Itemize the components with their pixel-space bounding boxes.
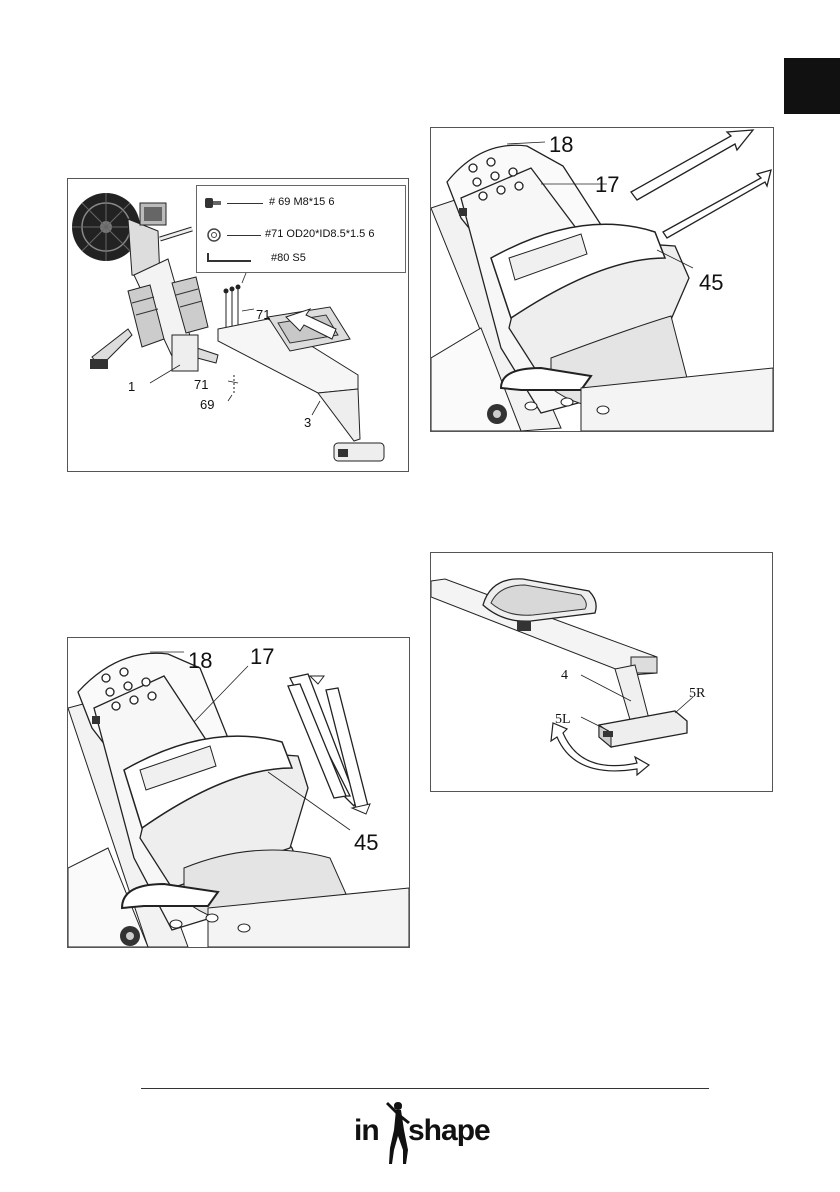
callout-part-18: 18 [188,648,212,673]
callout-part-45: 45 [354,830,378,855]
callout-part-71-top: 71 [256,307,270,322]
foot-strap-drawing-bottom: 18 17 45 [68,638,409,947]
callout-part-3: 3 [304,415,311,430]
callout-part-45: 45 [699,270,723,295]
allen-wrench-icon [207,252,409,270]
callout-part-5R: 5R [689,686,706,701]
callout-part-1: 1 [128,379,135,394]
footer-divider [141,1088,709,1089]
figure-rear-stabilizer: 4 5L 5R [430,552,773,792]
callout-part-17: 17 [250,644,274,669]
section-tab-marker [784,58,840,114]
brand-logo: in shape [352,1100,492,1166]
figure-foot-strap-bottom: 18 17 45 [67,637,410,948]
callout-part-4: 4 [561,668,568,683]
figure-foot-strap-top: 18 17 45 [430,127,774,432]
rear-stabilizer-drawing: 4 5L 5R [431,553,772,791]
legend-bolt-label: # 69 M8*15 6 [269,196,334,208]
callout-part-18: 18 [549,132,573,157]
legend-washer-label: #71 OD20*ID8.5*1.5 6 [265,228,374,240]
hardware-legend: # 69 M8*15 6 #71 OD20*ID8.5*1.5 6 #80 S5 [196,185,406,273]
legend-wrench-label: #80 S5 [271,252,306,264]
callout-part-71-bottom: 71 [194,377,208,392]
callout-part-69-bottom: 69 [200,397,214,412]
figure-frame-assembly: 1 3 69 71 71 69 # 69 M8*15 6 #71 OD20*ID… [67,178,409,472]
logo-text-right: shape [408,1114,490,1148]
logo-text-left: in [354,1114,379,1148]
foot-strap-drawing-top: 18 17 45 [431,128,773,431]
callout-part-5L: 5L [555,712,571,727]
callout-part-17: 17 [595,172,619,197]
